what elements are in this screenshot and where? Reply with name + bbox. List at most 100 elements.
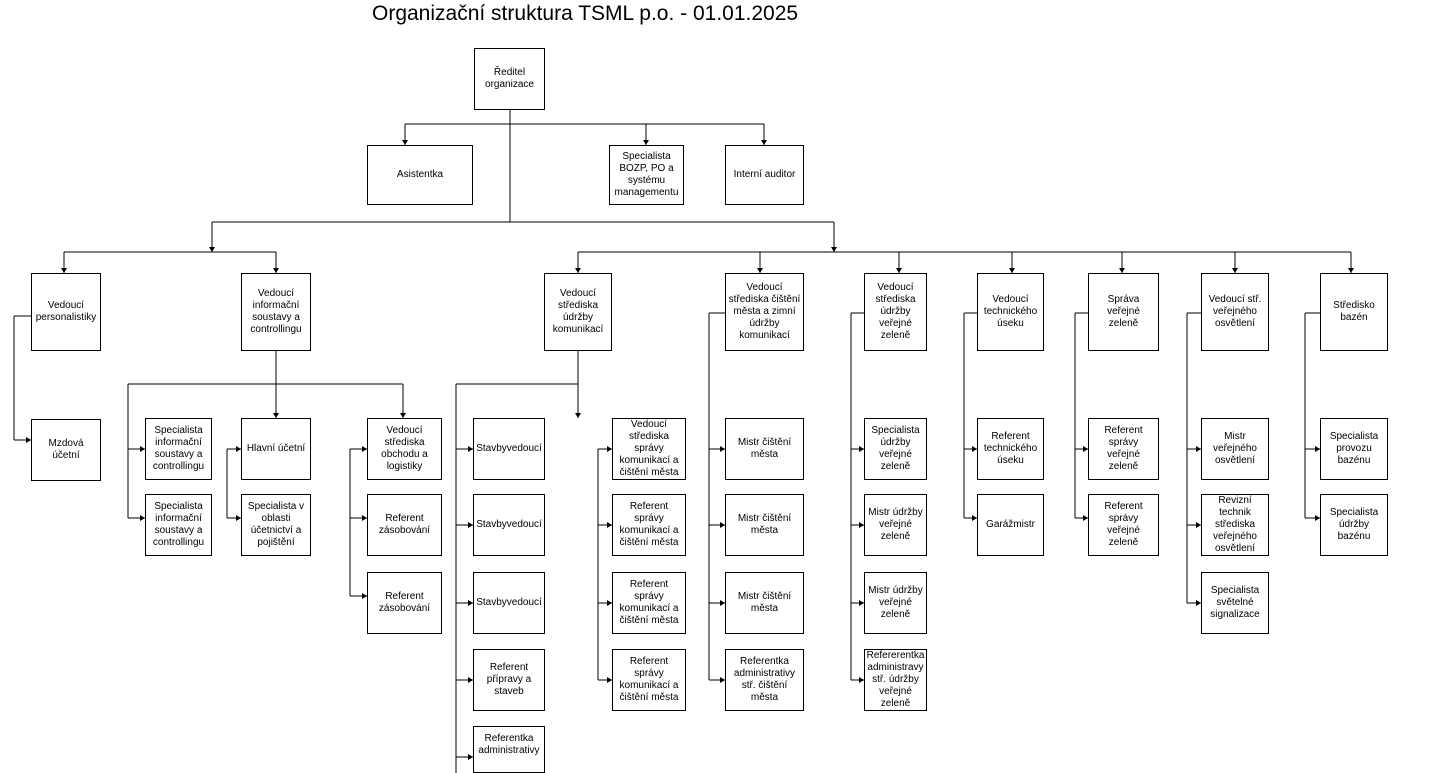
node-osvetleni[interactable]: Vedoucí stř. veřejného osvětlení bbox=[1201, 273, 1269, 351]
connector-arrow bbox=[26, 437, 31, 443]
connector-arrow bbox=[236, 446, 241, 452]
connector-arrow bbox=[972, 515, 977, 521]
connector-arrow bbox=[1315, 446, 1320, 452]
connector-arrow bbox=[720, 446, 725, 452]
connector-arrow bbox=[140, 515, 145, 521]
node-ref-sprava-zelene-2[interactable]: Referent správy veřejné zeleně bbox=[1088, 494, 1159, 556]
connector-arrow bbox=[61, 268, 67, 273]
connector-arrow bbox=[1196, 522, 1201, 528]
node-mzdova[interactable]: Mzdová účetní bbox=[31, 419, 101, 481]
node-technicky-usek[interactable]: Vedoucí technického úseku bbox=[977, 273, 1044, 351]
connector-arrow bbox=[468, 600, 473, 606]
connector-arrow bbox=[1196, 600, 1201, 606]
connector-arrow bbox=[209, 247, 215, 252]
connector-arrow bbox=[972, 446, 977, 452]
node-ref-spravy-3[interactable]: Referent správy komunikací a čištění měs… bbox=[612, 649, 686, 711]
connector-arrow bbox=[831, 247, 837, 252]
node-vis[interactable]: Vedoucí informační soustavy a controllin… bbox=[241, 273, 311, 351]
node-personalistika[interactable]: Vedoucí personalistiky bbox=[31, 273, 101, 351]
node-obchod[interactable]: Vedoucí střediska obchodu a logistiky bbox=[367, 418, 442, 480]
node-zelen[interactable]: Vedoucí střediska údržby veřejné zeleně bbox=[864, 273, 927, 351]
connector-arrow bbox=[402, 140, 408, 145]
node-asistentka[interactable]: Asistentka bbox=[367, 145, 473, 205]
connector-arrow bbox=[720, 522, 725, 528]
node-mistr-zelen-1[interactable]: Mistr údržby veřejné zeleně bbox=[864, 494, 927, 556]
node-mistr-cisteni-2[interactable]: Mistr čištění města bbox=[725, 494, 804, 556]
connector-arrow bbox=[896, 268, 902, 273]
node-mistr-cisteni-1[interactable]: Mistr čištění města bbox=[725, 418, 804, 480]
connector-arrow bbox=[859, 522, 864, 528]
node-komunikace[interactable]: Vedoucí střediska údržby komunikací bbox=[544, 273, 612, 351]
node-bazen[interactable]: Středisko bazén bbox=[1320, 273, 1388, 351]
connector-arrow bbox=[1119, 268, 1125, 273]
node-mistr-zelen-2[interactable]: Mistr údržby veřejné zeleně bbox=[864, 572, 927, 634]
node-spec-ucetnictvi[interactable]: Specialista v oblasti účetnictví a pojiš… bbox=[241, 494, 311, 556]
connector-arrow bbox=[757, 268, 763, 273]
node-spec-signalizace[interactable]: Specialista světelné signalizace bbox=[1201, 572, 1269, 634]
node-stavbyvedouci-1[interactable]: Stavbyvedoucí bbox=[473, 418, 545, 480]
node-referentka-administrativy-cisteni[interactable]: Referentka administrativy stř. čištění m… bbox=[725, 649, 804, 711]
node-sprava-zelene[interactable]: Správa veřejné zeleně bbox=[1088, 273, 1159, 351]
connector-arrow bbox=[720, 600, 725, 606]
connector-arrow bbox=[468, 522, 473, 528]
connector-arrow bbox=[1315, 515, 1320, 521]
node-stavbyvedouci-2[interactable]: Stavbyvedoucí bbox=[473, 494, 545, 556]
connector-arrow bbox=[859, 677, 864, 683]
connector-arrow bbox=[1083, 515, 1088, 521]
node-revizni-technik[interactable]: Revizní technik střediska veřejného osvě… bbox=[1201, 494, 1269, 556]
connector-arrow bbox=[468, 446, 473, 452]
connector-arrow bbox=[1009, 268, 1015, 273]
node-ref-sprava-zelene-1[interactable]: Referent správy veřejné zeleně bbox=[1088, 418, 1159, 480]
connector-arrow bbox=[400, 413, 406, 418]
node-mistr-cisteni-3[interactable]: Mistr čištění města bbox=[725, 572, 804, 634]
connector-arrow bbox=[1083, 446, 1088, 452]
node-ref-zasobovani-2[interactable]: Referent zásobování bbox=[367, 572, 442, 634]
connector-arrow bbox=[140, 446, 145, 452]
connector-arrow bbox=[607, 446, 612, 452]
connector-arrow bbox=[607, 677, 612, 683]
connector-arrow bbox=[362, 446, 367, 452]
connector-arrow bbox=[761, 140, 767, 145]
connector-arrow bbox=[273, 268, 279, 273]
node-auditor[interactable]: Interní auditor bbox=[725, 145, 804, 205]
node-ref-technicky[interactable]: Referent technického úseku bbox=[977, 418, 1044, 480]
node-reditel[interactable]: Ředitel organizace bbox=[474, 48, 545, 110]
connector-arrow bbox=[468, 754, 473, 760]
node-spec-udrzby-bazenu[interactable]: Specialista údržby bazénu bbox=[1320, 494, 1388, 556]
node-spec-provoz-bazenu[interactable]: Specialista provozu bazénu bbox=[1320, 418, 1388, 480]
connector-arrow bbox=[859, 446, 864, 452]
page-title: Organizační struktura TSML p.o. - 01.01.… bbox=[372, 2, 799, 25]
node-ref-zasobovani-1[interactable]: Referent zásobování bbox=[367, 494, 442, 556]
connector-arrow bbox=[362, 515, 367, 521]
node-spravy-komunikaci[interactable]: Vedoucí střediska správy komunikací a či… bbox=[612, 418, 686, 480]
connector-arrow bbox=[1196, 446, 1201, 452]
connector-arrow bbox=[236, 515, 241, 521]
node-garazmistr[interactable]: Garážmistr bbox=[977, 494, 1044, 556]
connector-arrow bbox=[575, 268, 581, 273]
node-spec-is-1[interactable]: Specialista informační soustavy a contro… bbox=[145, 418, 212, 480]
node-cisteni[interactable]: Vedoucí střediska čištění města a zimní … bbox=[725, 273, 804, 351]
connector-arrow bbox=[607, 522, 612, 528]
node-spec-zelen[interactable]: Specialista údržby veřejné zeleně bbox=[864, 418, 927, 480]
node-ref-spravy-2[interactable]: Referent správy komunikací a čištění měs… bbox=[612, 572, 686, 634]
connector-arrow bbox=[859, 600, 864, 606]
connector-arrow bbox=[362, 593, 367, 599]
node-ref-spravy-1[interactable]: Referent správy komunikací a čištění měs… bbox=[612, 494, 686, 556]
node-hlavni-ucetni[interactable]: Hlavní účetní bbox=[241, 418, 311, 480]
connector-arrow bbox=[720, 677, 725, 683]
connector-arrow bbox=[607, 600, 612, 606]
connector-arrow bbox=[575, 413, 581, 418]
connector-arrow bbox=[273, 413, 279, 418]
node-spec-is-2[interactable]: Specialista informační soustavy a contro… bbox=[145, 494, 212, 556]
connector-arrow bbox=[468, 677, 473, 683]
node-stavbyvedouci-3[interactable]: Stavbyvedoucí bbox=[473, 572, 545, 634]
node-bozp[interactable]: Specialista BOZP, PO a systému managemen… bbox=[609, 145, 684, 205]
connector-arrow bbox=[1232, 268, 1238, 273]
node-referentka-administrativy-zelen[interactable]: Refererentka administravy stř. údržby ve… bbox=[864, 649, 927, 711]
connector-arrow bbox=[643, 140, 649, 145]
node-referentka-administrativy-komunikaci[interactable]: Referentka administrativy bbox=[473, 726, 545, 773]
node-ref-pripravy[interactable]: Referent přípravy a staveb bbox=[473, 649, 545, 711]
node-mistr-osvetleni[interactable]: Mistr veřejného osvětlení bbox=[1201, 418, 1269, 480]
connector-arrow bbox=[1348, 268, 1354, 273]
